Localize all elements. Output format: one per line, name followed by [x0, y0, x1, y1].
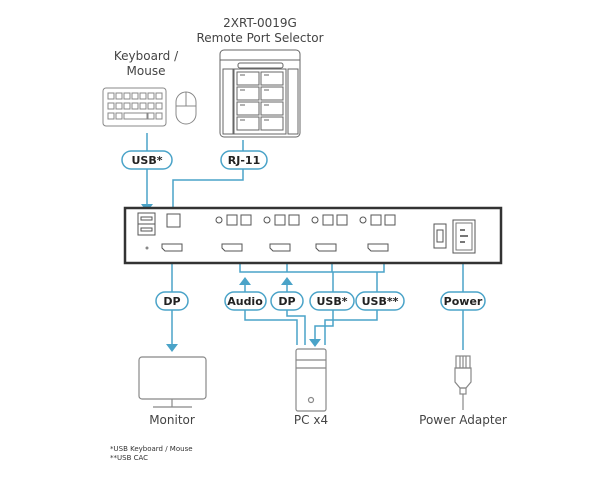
monitor-label: Monitor [149, 413, 195, 427]
footnote-usb-cac: **USB CAC [110, 454, 148, 462]
cable-label-usb-in: USB* [309, 291, 355, 311]
keyboard-mouse-label-1: Keyboard / [114, 49, 179, 63]
cable-label-usb-kbm: USB* [121, 150, 173, 170]
remote-selector-name: Remote Port Selector [196, 31, 323, 45]
remote-selector-model: 2XRT-0019G [223, 16, 297, 30]
pc-label: PC x4 [294, 413, 328, 427]
power-switch-icon [433, 223, 447, 249]
cable-label-dp-out: DP [155, 291, 189, 311]
cable-label-audio: Audio [224, 291, 267, 311]
svg-text:RJ-11: RJ-11 [228, 154, 260, 167]
dp-port-icon [161, 243, 183, 252]
monitor-icon [138, 356, 207, 408]
pc-tower-icon [295, 348, 327, 412]
power-socket-icon [452, 219, 476, 254]
keyboard-mouse-label-2: Mouse [127, 64, 166, 78]
footnote-usb-kbm: *USB Keyboard / Mouse [110, 445, 193, 453]
cable-label-usb-cac: USB** [355, 291, 405, 311]
pc-port-group [359, 214, 396, 252]
svg-text:Power: Power [444, 295, 483, 308]
pc-port-group [311, 214, 348, 252]
cable-label-rj11: RJ-11 [220, 150, 268, 170]
svg-text:Audio: Audio [227, 295, 263, 308]
mouse-icon [175, 91, 197, 125]
svg-text:USB*: USB* [132, 154, 163, 167]
svg-text:DP: DP [163, 295, 180, 308]
power-adapter-label: Power Adapter [419, 413, 507, 427]
pc-port-group [215, 214, 252, 252]
cable-label-power: Power [440, 291, 486, 311]
remote-port-selector-icon [219, 49, 301, 138]
keyboard-icon [102, 87, 167, 127]
svg-text:USB*: USB* [317, 295, 348, 308]
rj11-port-icon [166, 213, 181, 228]
kvm-switch-device [123, 206, 503, 265]
svg-text:DP: DP [278, 295, 295, 308]
svg-text:USB**: USB** [362, 295, 399, 308]
power-plug-icon [454, 355, 472, 410]
cable-label-dp-in: DP [270, 291, 304, 311]
pc-port-group [263, 214, 300, 252]
